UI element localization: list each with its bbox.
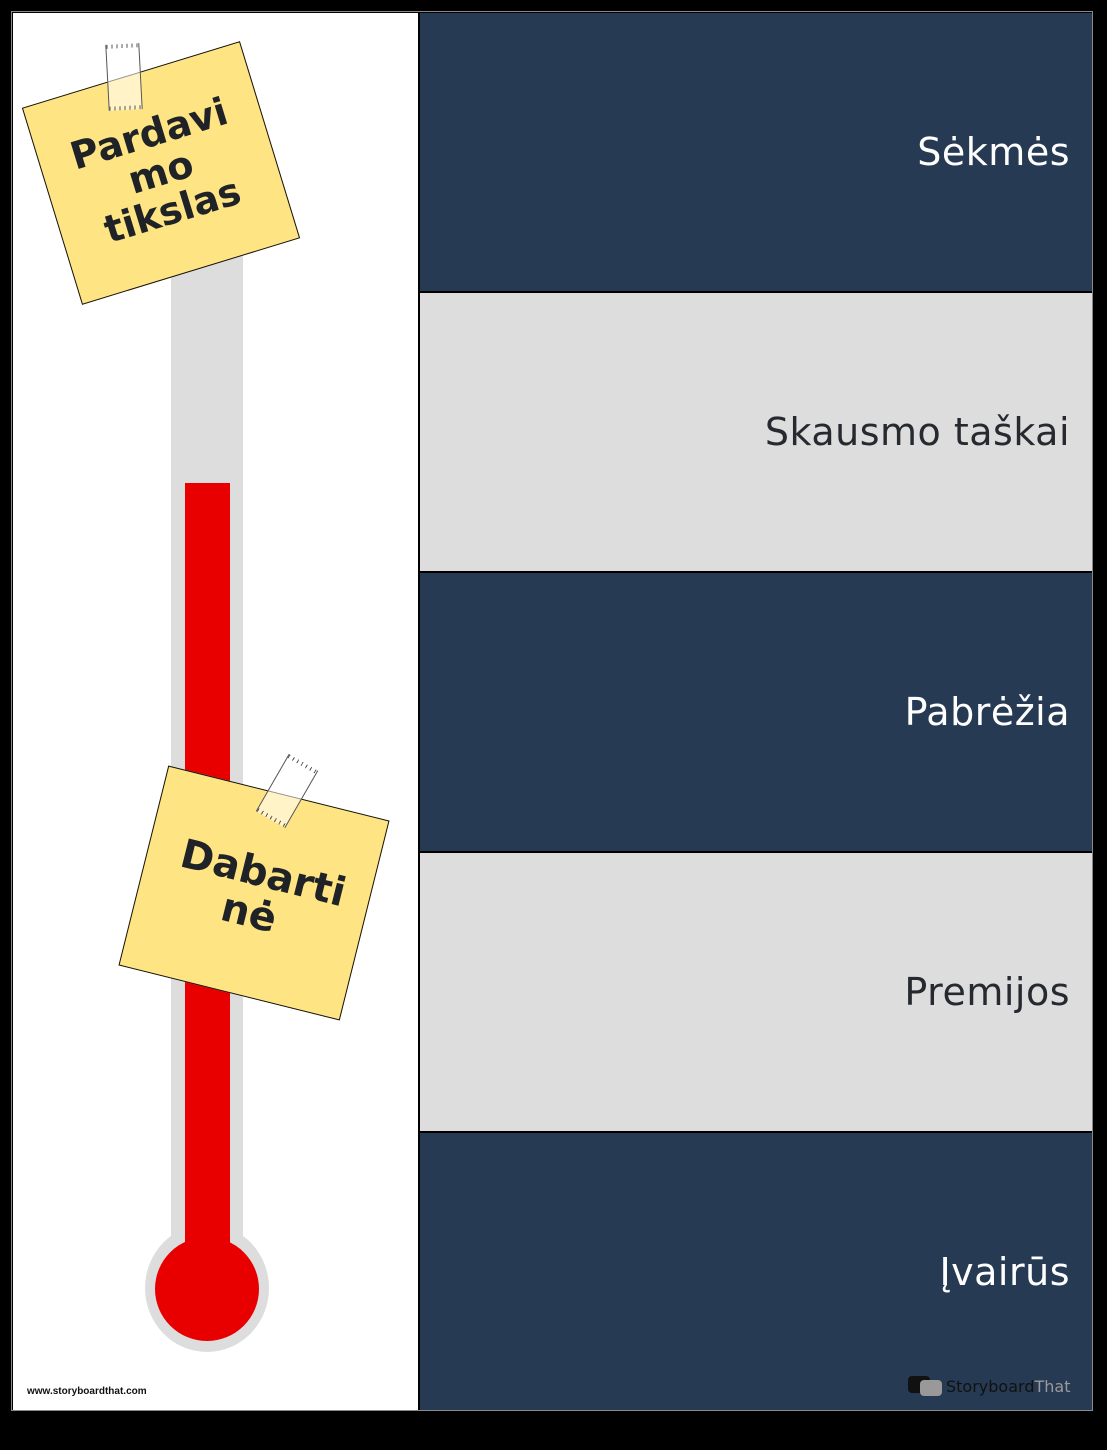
speech-bubbles-icon	[908, 1374, 942, 1398]
row-miscellaneous: Įvairūs	[420, 1133, 1092, 1410]
row-label: Skausmo taškai	[764, 410, 1070, 454]
row-label: Pabrėžia	[904, 690, 1070, 734]
row-label: Įvairūs	[939, 1249, 1070, 1294]
current-label: Dabarti nė	[175, 830, 351, 943]
footer-url: www.storyboardthat.com	[27, 1386, 147, 1397]
row-successes: Sėkmės	[420, 13, 1092, 291]
brand-name-part2: That	[1034, 1376, 1071, 1396]
tape-icon	[105, 43, 143, 111]
thermometer-bulb	[155, 1237, 259, 1341]
row-label: Premijos	[904, 970, 1070, 1014]
row-bonuses: Premijos	[420, 853, 1092, 1131]
storyboardthat-logo: StoryboardThat	[908, 1374, 1070, 1398]
row-highlights: Pabrėžia	[420, 573, 1092, 851]
row-label: Sėkmės	[917, 130, 1070, 174]
row-pain-points: Skausmo taškai	[420, 293, 1092, 571]
brand-name-part1: Storyboard	[946, 1376, 1035, 1396]
goal-label: Pardavi mo tikslas	[65, 89, 246, 252]
